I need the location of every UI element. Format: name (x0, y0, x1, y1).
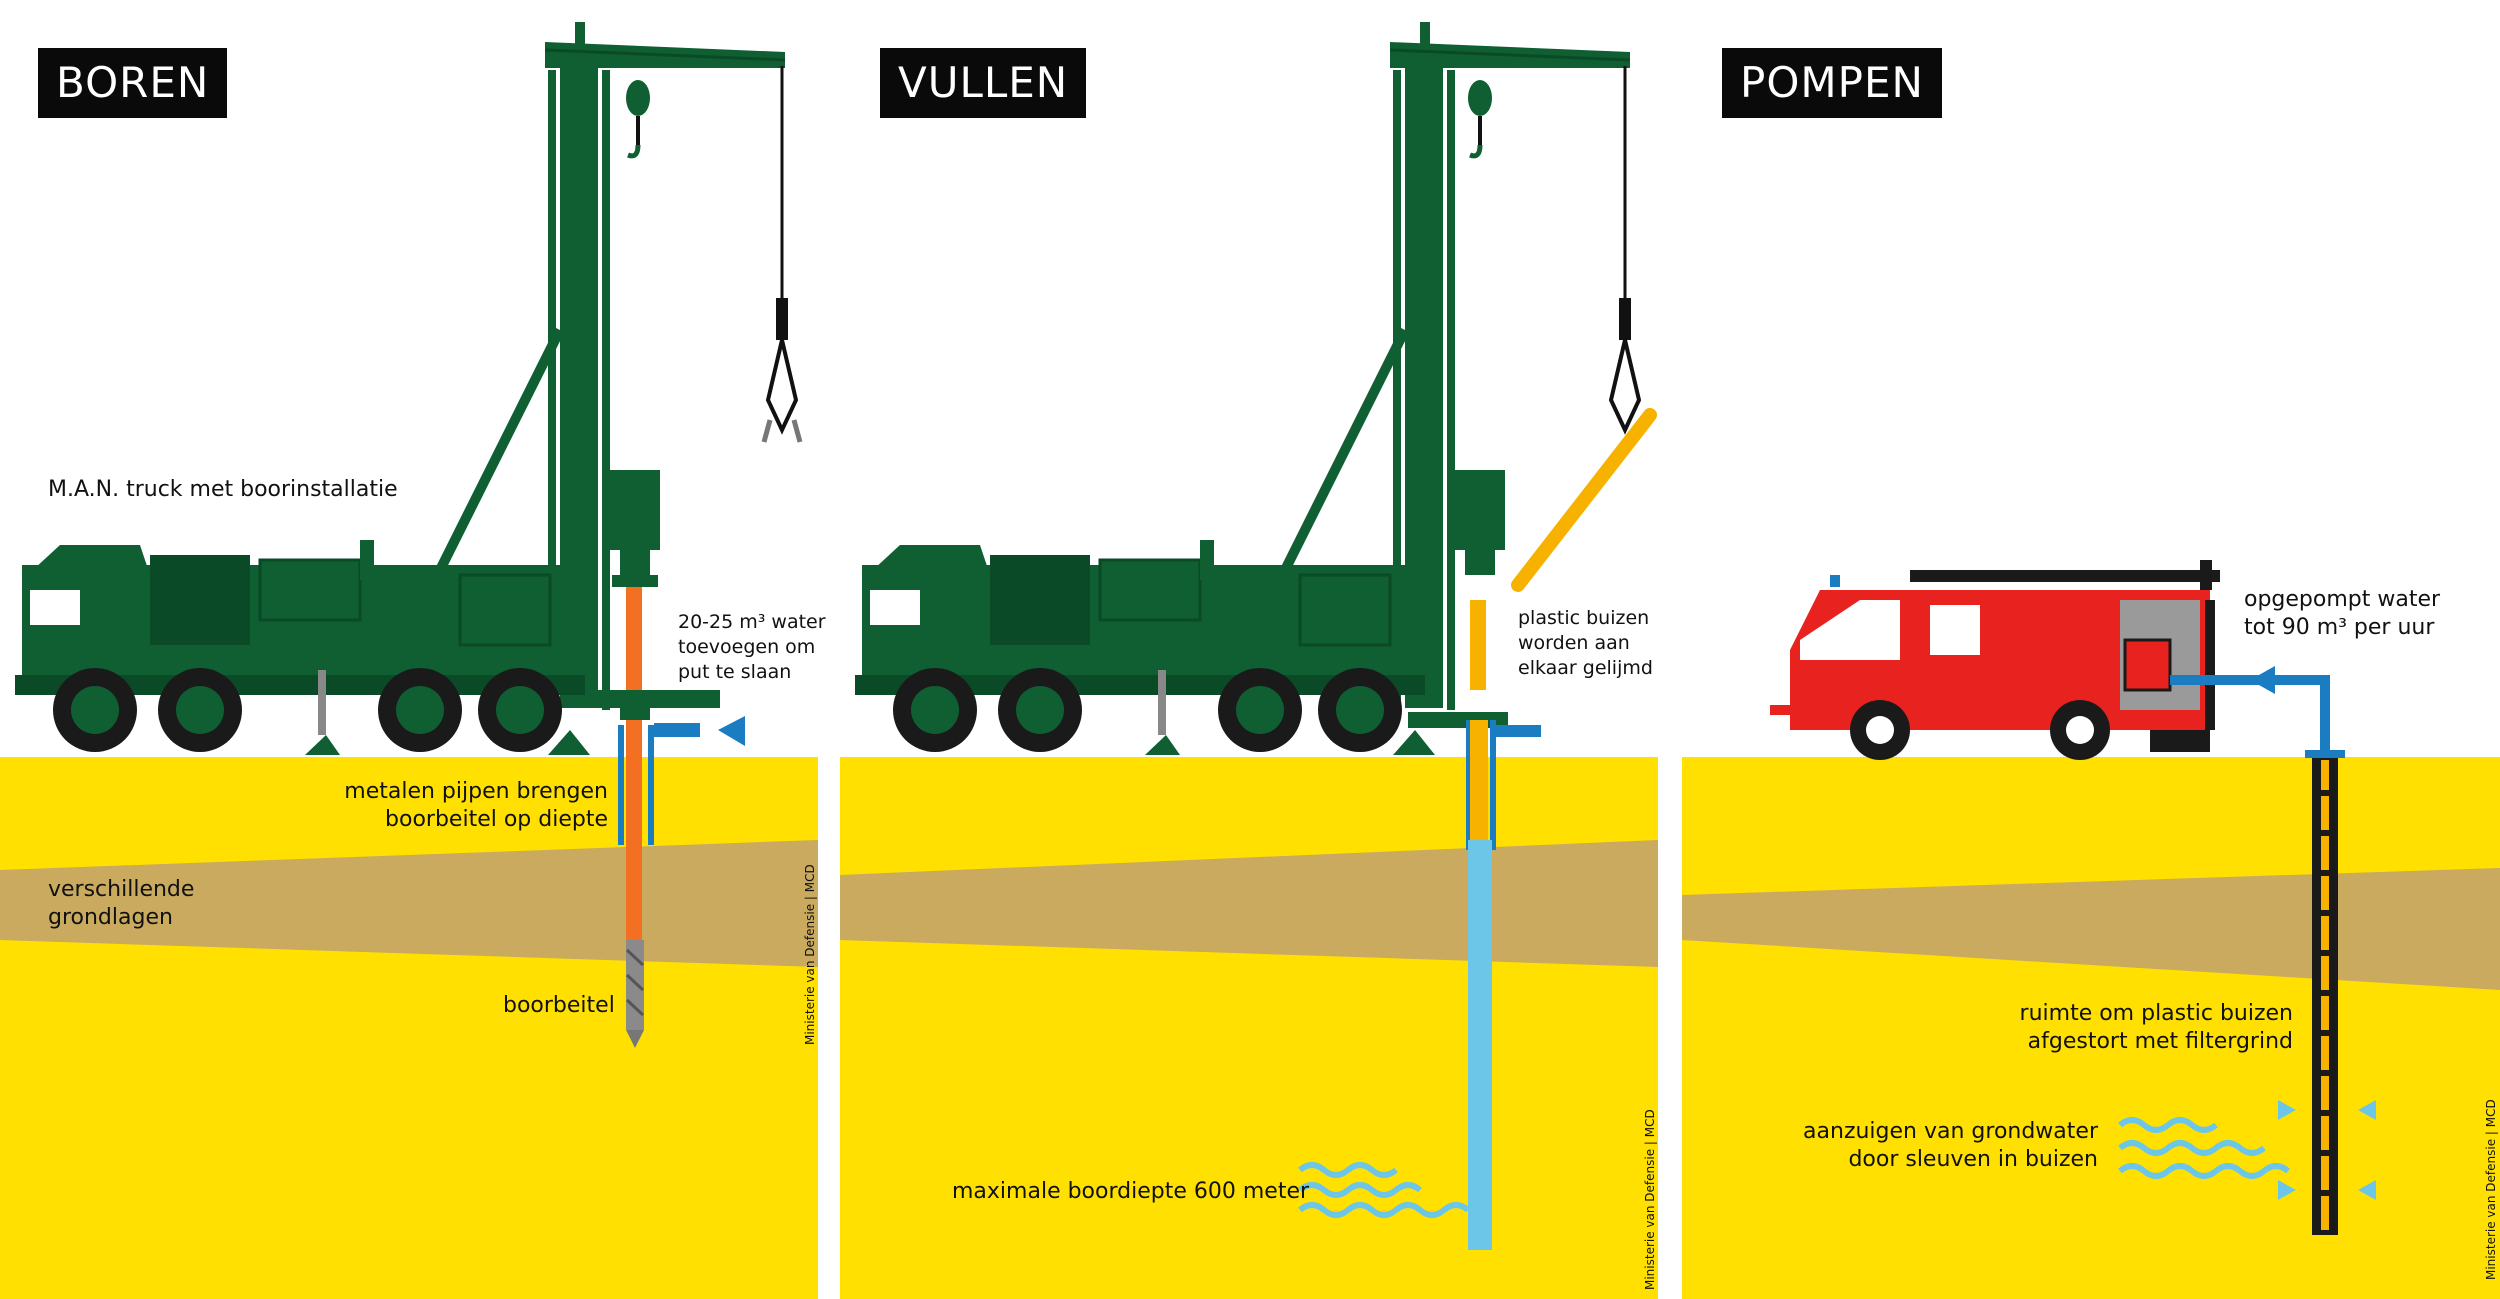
credit-panel-2: Ministerie van Defensie | MCD (1643, 1109, 1657, 1290)
label-water-add-line3: put te slaan (678, 661, 792, 683)
ground-layer-3 (1682, 868, 2500, 990)
label-plastic-line3: elkaar gelijmd (1518, 657, 1653, 679)
label-plastic-line2: worden aan (1518, 632, 1630, 654)
label-plastic-line1: plastic buizen (1518, 607, 1650, 629)
label-gravel: ruimte om plastic buizen afgestort met f… (2020, 1000, 2293, 1056)
label-pumped-line2: tot 90 m³ per uur (2244, 615, 2435, 640)
credit-panel-3: Ministerie van Defensie | MCD (2484, 1099, 2498, 1280)
drill-rig-2 (855, 22, 1657, 1250)
label-gravel-line2: afgestort met filtergrind (2027, 1029, 2293, 1054)
label-pumped-line1: opgepompt water (2244, 587, 2441, 612)
panel-title-boren: BOREN (38, 48, 228, 118)
label-water-add-line1: 20-25 m³ water (678, 611, 826, 633)
label-pumped: opgepompt water tot 90 m³ per uur (2244, 586, 2440, 642)
drill-rig-1 (15, 22, 803, 1048)
label-pipes-line1: metalen pijpen brengen (344, 779, 608, 804)
credit-panel-1: Ministerie van Defensie | MCD (803, 864, 817, 1045)
panel-title-vullen: VULLEN (880, 48, 1087, 118)
label-gravel-line1: ruimte om plastic buizen (2019, 1001, 2293, 1026)
label-layers-line2: grondlagen (48, 905, 173, 930)
label-layers-line1: verschillende (48, 877, 195, 902)
pump-well (2118, 750, 2376, 1235)
label-pipes: metalen pijpen brengen boorbeitel op die… (344, 778, 608, 834)
label-pipes-line2: boorbeitel op diepte (385, 807, 608, 832)
panel-title-pompen: POMPEN (1722, 48, 1942, 118)
soil-panel-3 (1682, 757, 2500, 1299)
label-plastic: plastic buizen worden aan elkaar gelijmd (1518, 606, 1653, 681)
ground-layer-2 (840, 840, 1658, 967)
label-water-add: 20-25 m³ water toevoegen om put te slaan (678, 610, 826, 685)
label-bit: boorbeitel (503, 993, 615, 1018)
label-truck: M.A.N. truck met boorinstallatie (48, 477, 398, 502)
label-maxdepth: maximale boordiepte 600 meter (952, 1179, 1310, 1204)
label-water-add-line2: toevoegen om (678, 636, 816, 658)
label-suction-line2: door sleuven in buizen (1848, 1147, 2098, 1172)
ground-layer-1 (0, 840, 818, 967)
fire-truck (1770, 560, 2330, 760)
label-suction-line1: aanzuigen van grondwater (1803, 1119, 2098, 1144)
label-suction: aanzuigen van grondwater door sleuven in… (1803, 1118, 2098, 1174)
label-layers: verschillende grondlagen (48, 876, 194, 932)
